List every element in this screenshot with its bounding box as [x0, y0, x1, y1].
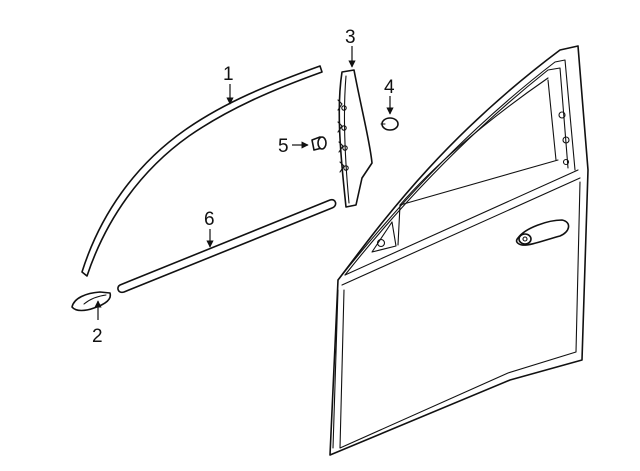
callout-1-label: 1 — [223, 64, 234, 85]
part-1-frame-molding — [81, 65, 323, 277]
callout-leaders — [94, 46, 394, 320]
part-6-belt-molding — [117, 198, 337, 294]
part-2-end-cap — [71, 291, 112, 312]
callout-3-label: 3 — [345, 27, 356, 48]
callout-2-label: 2 — [92, 326, 103, 347]
callout-5-label: 5 — [278, 136, 289, 157]
callout-6-label: 6 — [204, 209, 215, 230]
part-5-fastener — [311, 136, 327, 151]
part-3-pillar-applique — [337, 69, 373, 208]
door-assembly — [329, 45, 589, 456]
callout-4-label: 4 — [384, 77, 395, 98]
part-4-clip — [380, 117, 399, 131]
